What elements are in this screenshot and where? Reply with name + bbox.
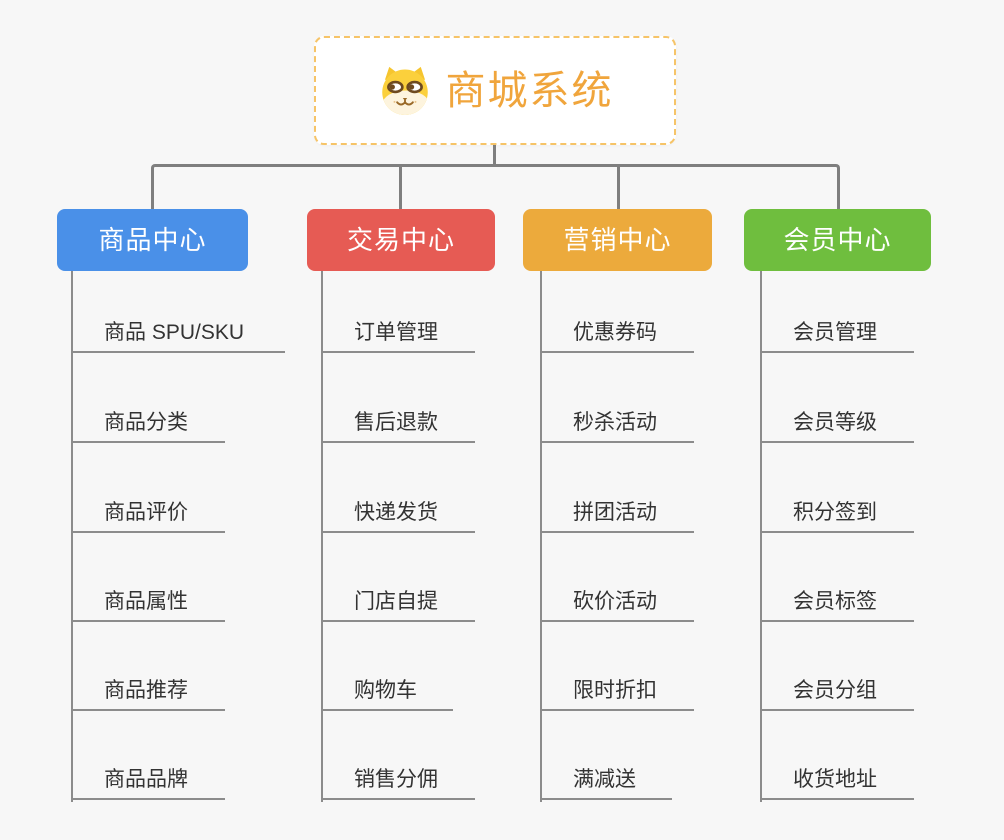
leaf-node[interactable]: 商品推荐 [71, 663, 225, 711]
branch-label: 商品中心 [98, 225, 207, 255]
connector-branch-bus [151, 164, 840, 209]
connector-rail-trade [321, 271, 323, 802]
shiba-dog-icon [381, 66, 428, 115]
leaf-node[interactable]: 会员分组 [760, 663, 914, 711]
connector-drop-trade [399, 167, 402, 209]
connector-drop-marketing [617, 167, 620, 209]
leaf-node[interactable]: 会员标签 [760, 574, 914, 622]
leaf-node[interactable]: 限时折扣 [540, 663, 694, 711]
leaf-node[interactable]: 商品 SPU/SKU [71, 305, 285, 353]
leaf-node[interactable]: 门店自提 [321, 574, 475, 622]
leaf-node[interactable]: 会员管理 [760, 305, 914, 353]
branch-member-center[interactable]: 会员中心 [744, 209, 931, 271]
branch-trade-center[interactable]: 交易中心 [307, 209, 495, 271]
leaf-node[interactable]: 售后退款 [321, 395, 475, 443]
branch-label: 交易中心 [346, 225, 455, 255]
leaf-node[interactable]: 商品分类 [71, 395, 225, 443]
leaf-node[interactable]: 满减送 [540, 752, 672, 800]
leaf-node[interactable]: 积分签到 [760, 485, 914, 533]
root-node[interactable]: 商城系统 [314, 36, 676, 145]
branch-label: 营销中心 [563, 225, 672, 255]
leaf-node[interactable]: 拼团活动 [540, 485, 694, 533]
leaf-node[interactable]: 购物车 [321, 663, 453, 711]
leaf-node[interactable]: 会员等级 [760, 395, 914, 443]
leaf-node[interactable]: 优惠券码 [540, 305, 694, 353]
leaf-node[interactable]: 收货地址 [760, 752, 914, 800]
leaf-node[interactable]: 商品评价 [71, 485, 225, 533]
leaf-node[interactable]: 商品属性 [71, 574, 225, 622]
connector-rail-member [760, 271, 762, 802]
branch-label: 会员中心 [783, 225, 892, 255]
connector-rail-product [71, 271, 73, 802]
branch-product-center[interactable]: 商品中心 [57, 209, 248, 271]
branch-marketing-center[interactable]: 营销中心 [523, 209, 712, 271]
leaf-node[interactable]: 快递发货 [321, 485, 475, 533]
leaf-node[interactable]: 订单管理 [321, 305, 475, 353]
leaf-node[interactable]: 砍价活动 [540, 574, 694, 622]
leaf-node[interactable]: 商品品牌 [71, 752, 225, 800]
leaf-node[interactable]: 销售分佣 [321, 752, 475, 800]
connector-root-stem [493, 145, 496, 165]
root-title: 商城系统 [445, 68, 614, 113]
leaf-node[interactable]: 秒杀活动 [540, 395, 694, 443]
connector-rail-marketing [540, 271, 542, 802]
